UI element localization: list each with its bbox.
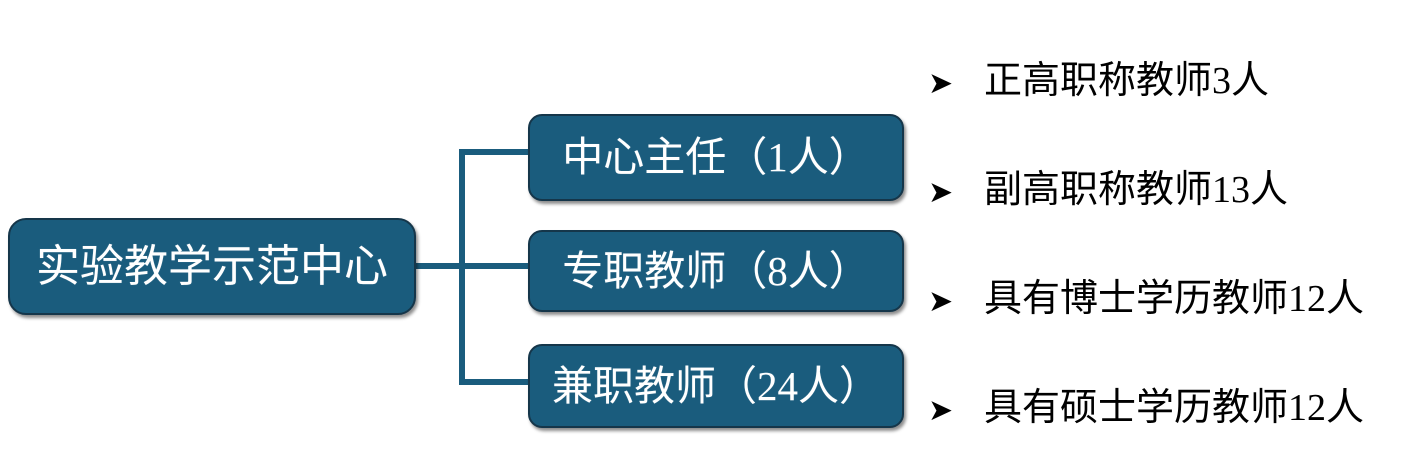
node-fulltime-teachers-label: 专职教师（8人） — [562, 247, 870, 294]
list-item-label: 正高职称教师3人 — [984, 60, 1270, 102]
node-fulltime-teachers[interactable]: 专职教师（8人） — [528, 230, 904, 312]
node-root-label: 实验教学示范中心 — [36, 241, 388, 291]
list-item-label: 副高职称教师13人 — [984, 169, 1289, 211]
list-item: ➤ 正高职称教师3人 — [928, 62, 1405, 171]
node-center-director[interactable]: 中心主任（1人） — [528, 114, 904, 201]
arrowhead-bullet-icon: ➤ — [928, 284, 954, 319]
node-parttime-teachers-label: 兼职教师（24人） — [552, 362, 880, 409]
faculty-stats-list: ➤ 正高职称教师3人 ➤ 副高职称教师13人 ➤ 具有博士学历教师12人 ➤ 具… — [928, 62, 1405, 464]
list-item-label: 具有硕士学历教师12人 — [984, 387, 1365, 429]
arrowhead-bullet-icon: ➤ — [928, 393, 954, 428]
list-item: ➤ 具有硕士学历教师12人 — [928, 389, 1405, 464]
list-item: ➤ 副高职称教师13人 — [928, 171, 1405, 280]
arrowhead-bullet-icon: ➤ — [928, 66, 954, 101]
list-item-label: 具有博士学历教师12人 — [984, 278, 1365, 320]
arrowhead-bullet-icon: ➤ — [928, 175, 954, 210]
node-center-director-label: 中心主任（1人） — [562, 134, 870, 180]
node-parttime-teachers[interactable]: 兼职教师（24人） — [528, 344, 904, 428]
node-root[interactable]: 实验教学示范中心 — [8, 218, 416, 315]
list-item: ➤ 具有博士学历教师12人 — [928, 280, 1405, 389]
